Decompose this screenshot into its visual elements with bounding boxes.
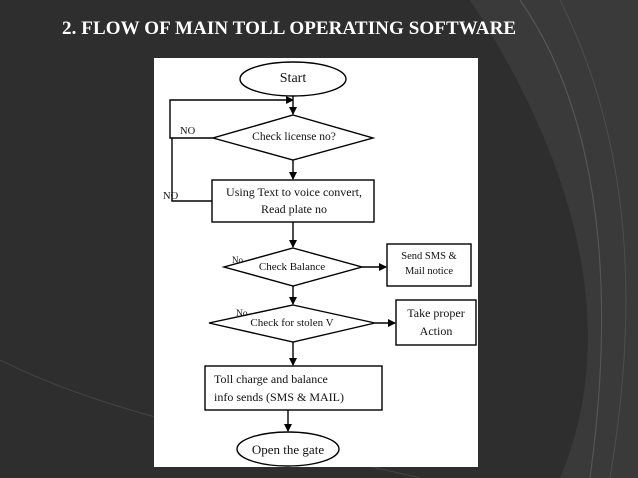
flowchart-connectors xyxy=(169,61,477,467)
tts-label-line1: Using Text to voice convert, xyxy=(226,185,362,199)
no-label-balance: No xyxy=(232,255,243,265)
send-sms-label-line2: Mail notice xyxy=(404,266,454,277)
send-sms-process xyxy=(386,243,472,287)
no-label-tts: NO xyxy=(163,191,179,202)
check-license-label: Check license no? xyxy=(252,131,336,143)
send-sms-label-line1: Send SMS & xyxy=(401,251,457,262)
loop-license-no xyxy=(169,96,294,139)
toll-charge-label-line2: info sends (SMS & MAIL) xyxy=(214,390,345,404)
no-label-license: NO xyxy=(180,126,196,137)
start-label: Start xyxy=(279,71,307,86)
open-gate-label: Open the gate xyxy=(251,442,325,457)
take-action-process xyxy=(395,299,477,346)
toll-charge-label-line1: Toll charge and balance xyxy=(214,372,328,386)
take-action-label-line1: Take proper xyxy=(407,306,465,320)
no-label-stolen: No xyxy=(236,309,248,319)
take-action-label-line2: Action xyxy=(419,324,453,338)
check-balance-label: Check Balance xyxy=(258,261,326,273)
open-gate-terminal xyxy=(236,431,340,467)
check-stolen-label: Check for stolen V xyxy=(250,317,334,329)
flowchart-figure: Start Check license no? Using Text to vo… xyxy=(154,58,478,467)
toll-charge-process xyxy=(204,365,383,411)
tts-label-line2: Read plate no xyxy=(261,202,327,216)
loop-tts-no xyxy=(171,138,212,202)
tts-process xyxy=(211,179,375,223)
slide-title: 2. FLOW OF MAIN TOLL OPERATING SOFTWARE xyxy=(62,18,517,39)
